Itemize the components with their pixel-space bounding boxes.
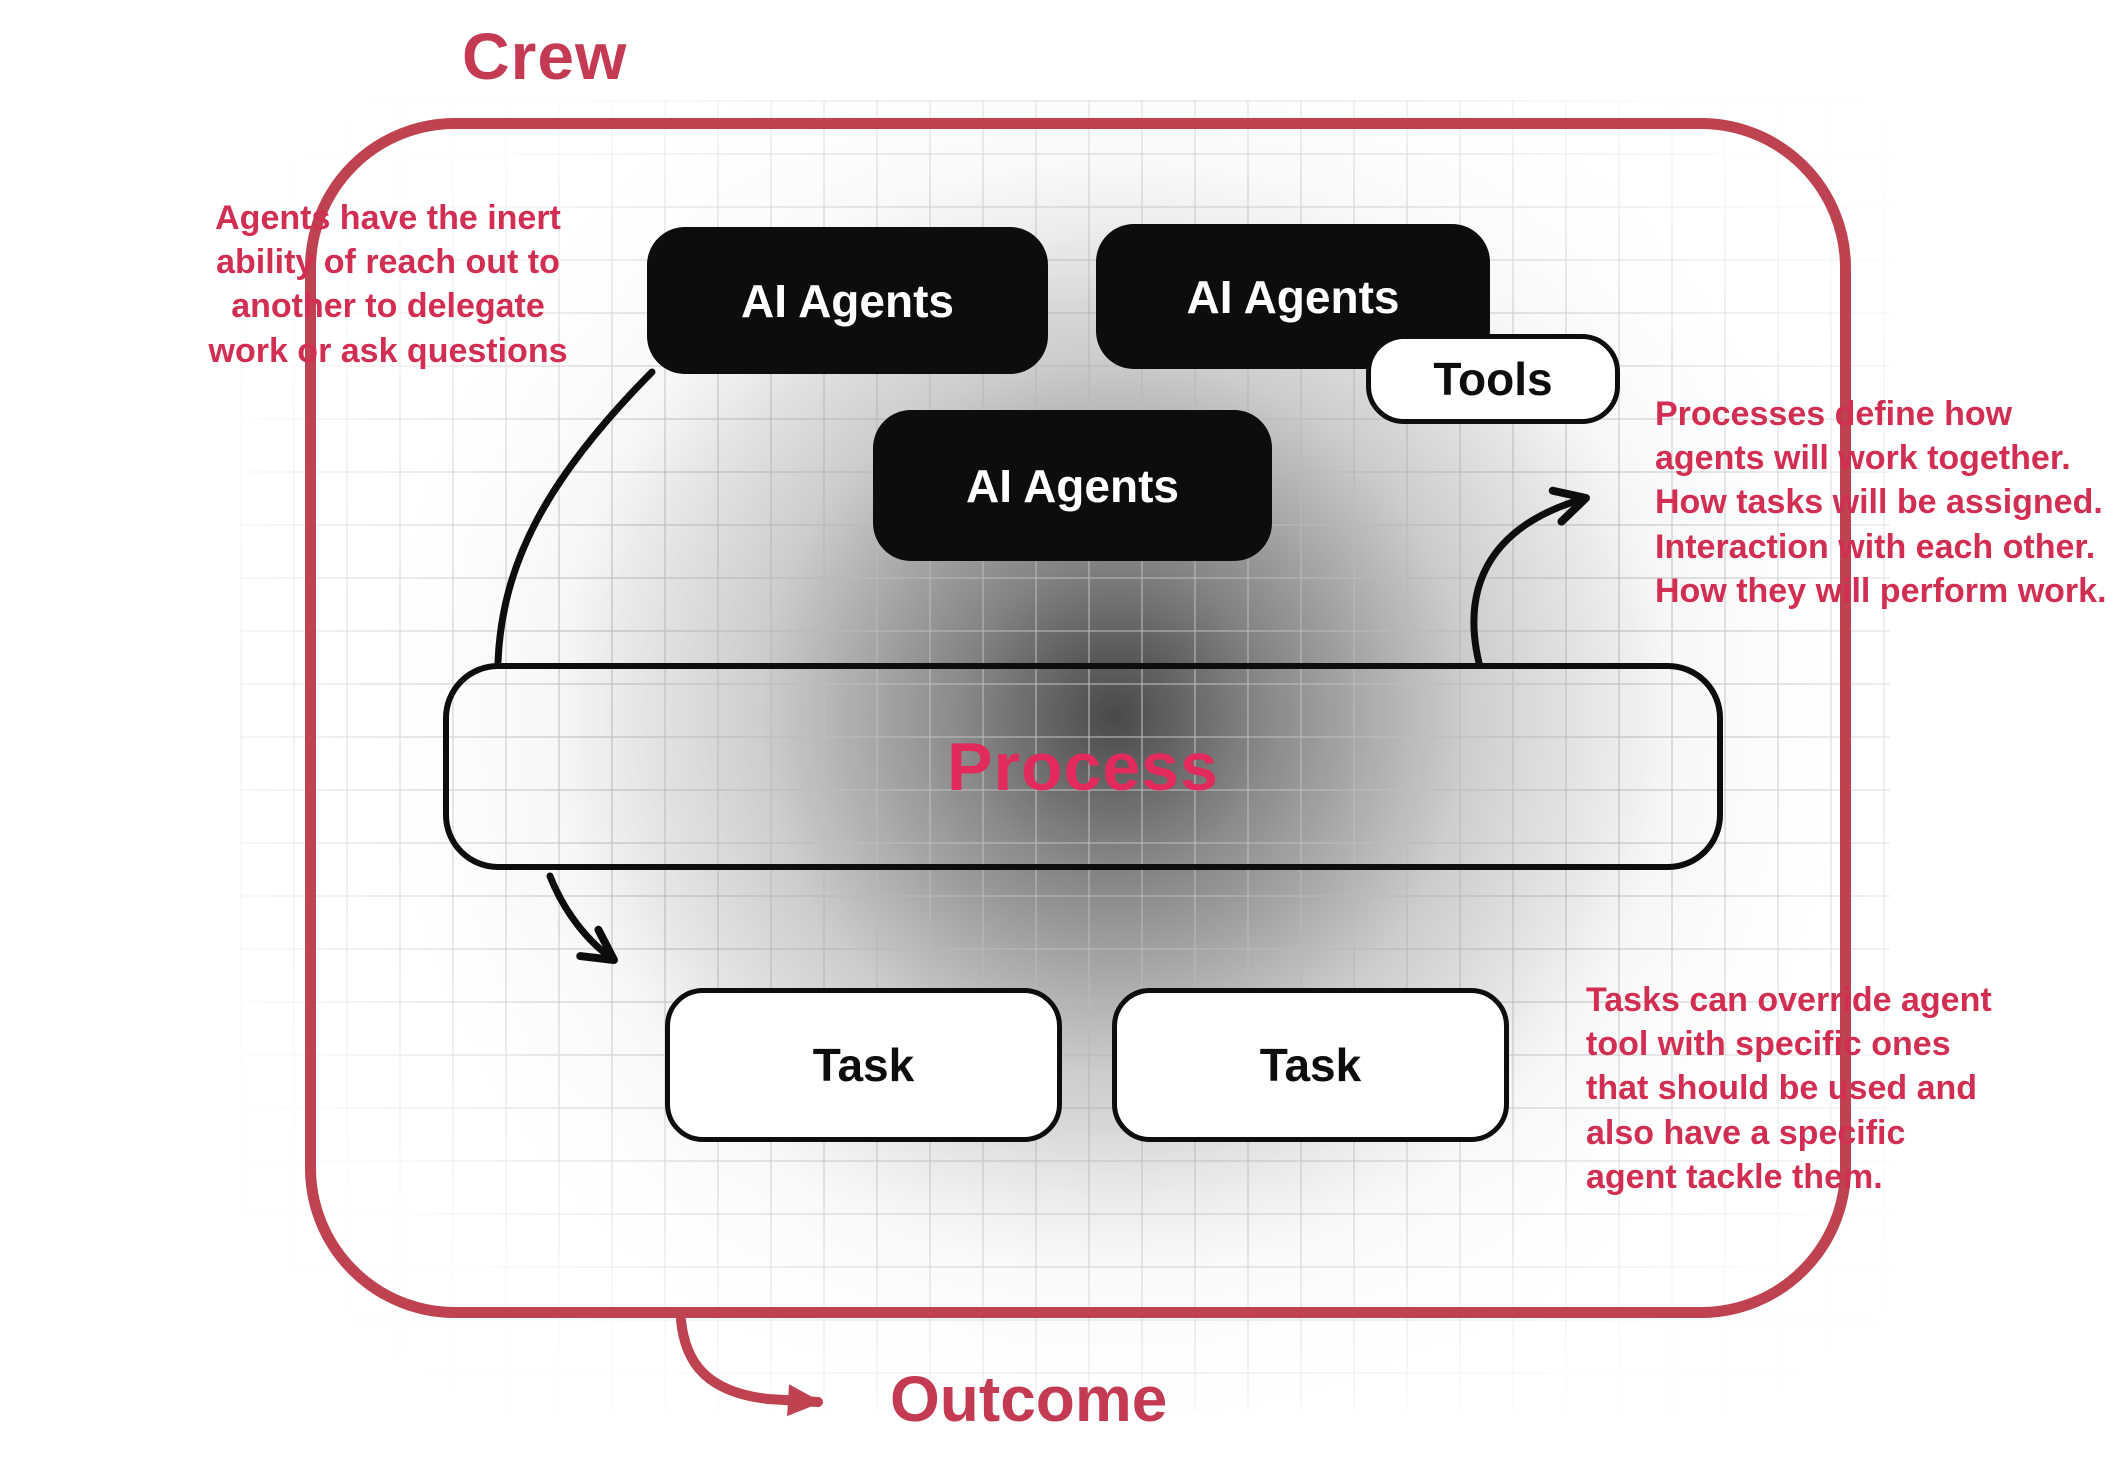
task-box-1: Task (665, 988, 1062, 1142)
annotation-process: Processes define how agents will work to… (1655, 395, 2107, 610)
ai-agents-box-2: AI Agents (1096, 224, 1490, 369)
tools-box: Tools (1366, 334, 1620, 424)
outcome-label: Outcome (890, 1363, 1168, 1435)
task-label: Task (812, 1039, 915, 1091)
ai-agents-box-3: AI Agents (873, 410, 1272, 561)
ai-agents-label: AI Agents (966, 459, 1179, 512)
crew-title: Crew (462, 19, 628, 93)
task-label: Task (1259, 1039, 1362, 1091)
tools-label: Tools (1433, 353, 1553, 405)
annotation-delegation: Agents have the inert ability of reach o… (208, 199, 568, 370)
task-box-2: Task (1112, 988, 1509, 1142)
process-box: Process (443, 663, 1723, 870)
ai-agents-box-1: AI Agents (647, 227, 1048, 374)
process-label: Process (947, 728, 1219, 805)
crew-boundary (305, 118, 1851, 1318)
ai-agents-label: AI Agents (1186, 270, 1400, 323)
grid-edge-fade (240, 100, 1890, 1410)
ai-agents-label: AI Agents (741, 274, 954, 327)
annotation-tasks: Tasks can override agent tool with speci… (1586, 981, 1992, 1196)
